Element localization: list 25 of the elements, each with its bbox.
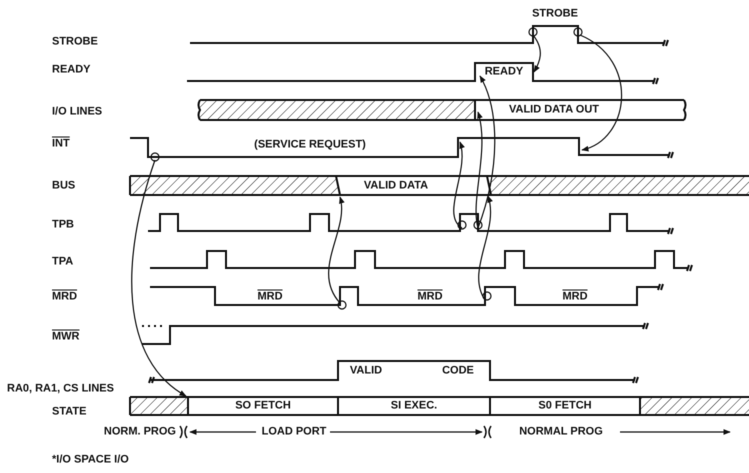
state-label: SO FETCH xyxy=(235,400,291,412)
waveform-label: MRD xyxy=(562,290,588,304)
state-label: S0 FETCH xyxy=(538,400,592,412)
waveform-label: READY xyxy=(484,66,524,78)
waveform-label: MRD xyxy=(417,290,443,304)
signal-name: READY xyxy=(52,64,91,76)
signal-name: INT xyxy=(52,138,70,150)
signal-name: MRD xyxy=(52,290,78,304)
footnote: *I/O SPACE I/O xyxy=(52,454,129,466)
waveform-label: (SERVICE REQUEST) xyxy=(254,138,366,152)
waveform-label: VALID DATA xyxy=(364,180,428,192)
signal-name: BUS xyxy=(52,180,76,192)
waveform-label: STROBE xyxy=(532,8,578,20)
signal-name: I/O LINES xyxy=(52,106,102,118)
signal-name: STATE xyxy=(52,406,86,418)
waveform-label: VALID xyxy=(350,364,382,378)
waveform-label: VALID DATA OUT xyxy=(508,104,600,116)
signal-name: MWR xyxy=(52,330,80,344)
signal-name: TPB xyxy=(52,218,74,232)
signal-name: RA0, RA1, CS LINES xyxy=(7,382,114,396)
waveform-label: MRD xyxy=(257,290,283,304)
signal-name: STROBE xyxy=(52,36,98,48)
state-label: SI EXEC. xyxy=(390,400,438,412)
waveform-label: CODE xyxy=(442,364,474,378)
signal-name: TPA xyxy=(52,256,74,268)
